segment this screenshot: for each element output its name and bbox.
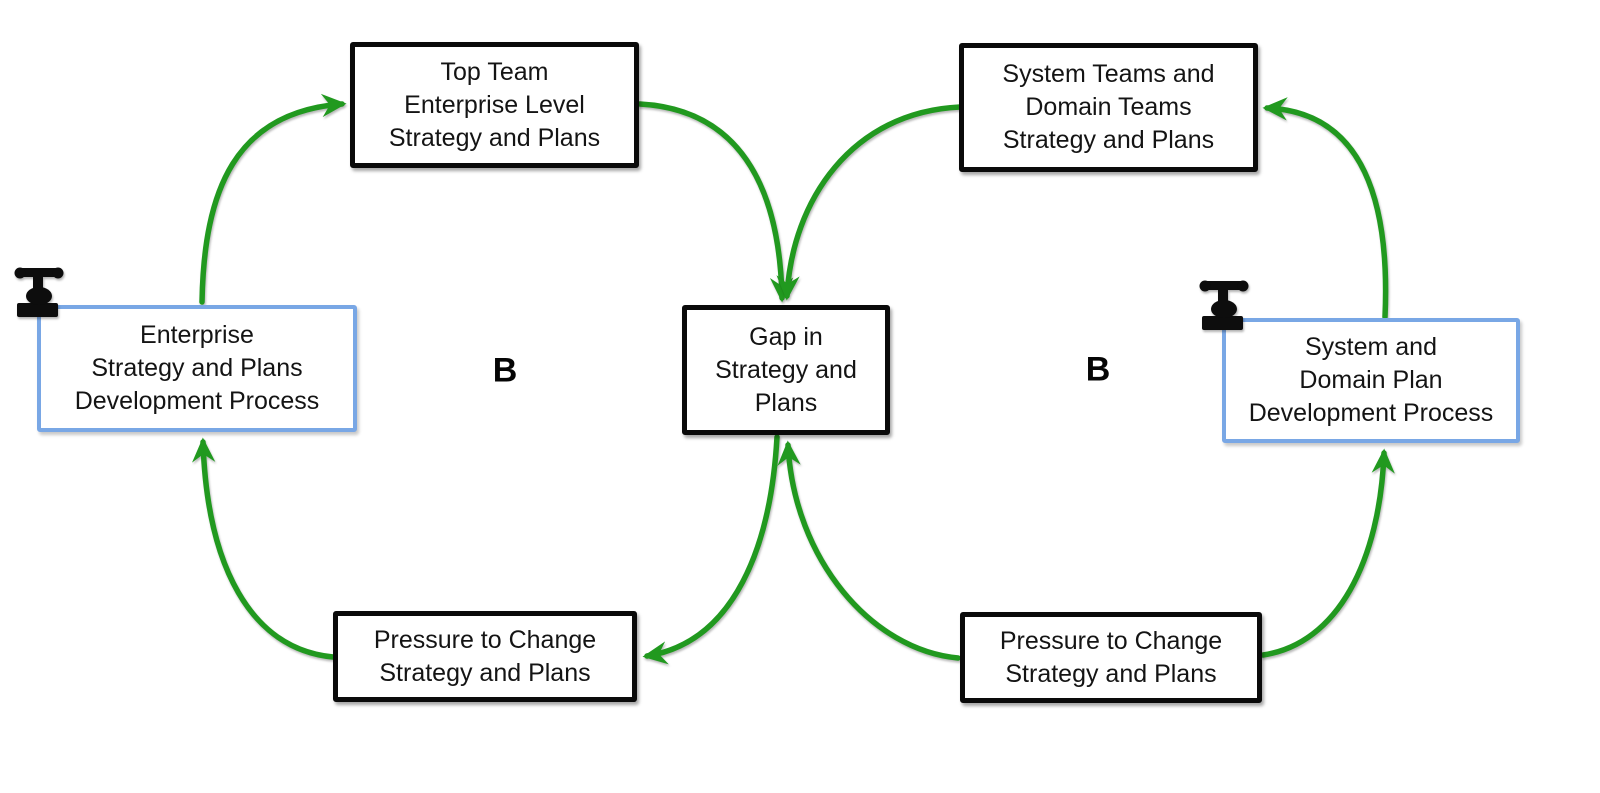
node-label-line: Top Team — [440, 57, 549, 86]
node-top-team: Top Team Enterprise Level Strategy and P… — [350, 42, 639, 168]
node-label-line: Strategy and — [715, 355, 857, 384]
node-system-domain-process: System and Domain Plan Development Proce… — [1222, 318, 1520, 443]
balancing-loop-label-right: B — [1085, 350, 1111, 389]
arrow-pressure-left-to-enterprise — [192, 437, 336, 660]
arrow-system-process-to-system-teams — [1262, 97, 1389, 320]
arrow-pressure-right-to-system-process — [1260, 448, 1395, 658]
node-label-line: Strategy and Plans — [1005, 659, 1217, 688]
node-label-line: Strategy and Plans — [379, 658, 591, 687]
arrow-system-teams-to-gap — [776, 104, 963, 301]
arrow-enterprise-to-top-team — [199, 93, 347, 305]
arrow-top-team-to-gap — [637, 101, 794, 303]
node-label-line: Domain Teams — [1025, 93, 1192, 121]
node-label-line: System Teams and — [1002, 60, 1215, 88]
node-label-line: Development Process — [1248, 399, 1494, 427]
node-label-line: Development Process — [74, 387, 320, 415]
node-pressure-right: Pressure to Change Strategy and Plans — [960, 612, 1262, 703]
node-label-line: Pressure to Change — [999, 626, 1223, 655]
node-label-line: Enterprise Level — [404, 90, 585, 119]
node-pressure-left: Pressure to Change Strategy and Plans — [333, 611, 637, 702]
node-label-line: Plans — [754, 388, 818, 417]
node-system-teams: System Teams and Domain Teams Strategy a… — [959, 43, 1258, 172]
arrow-gap-to-pressure-left — [642, 434, 780, 665]
node-label-line: Strategy and Plans — [1002, 126, 1215, 154]
node-enterprise-process: Enterprise Strategy and Plans Developmen… — [37, 305, 357, 432]
balancing-loop-label-left: B — [492, 351, 518, 390]
node-gap: Gap in Strategy and Plans — [682, 305, 890, 435]
node-label-line: Gap in — [749, 322, 823, 351]
node-label-line: System and — [1304, 333, 1437, 361]
node-label-line: Domain Plan — [1299, 366, 1443, 394]
node-label-line: Pressure to Change — [373, 625, 597, 654]
node-label-line: Strategy and Plans — [91, 354, 303, 382]
node-label-line: Strategy and Plans — [388, 123, 601, 152]
node-label-line: Enterprise — [140, 321, 254, 349]
arrow-pressure-right-to-gap — [777, 440, 961, 661]
